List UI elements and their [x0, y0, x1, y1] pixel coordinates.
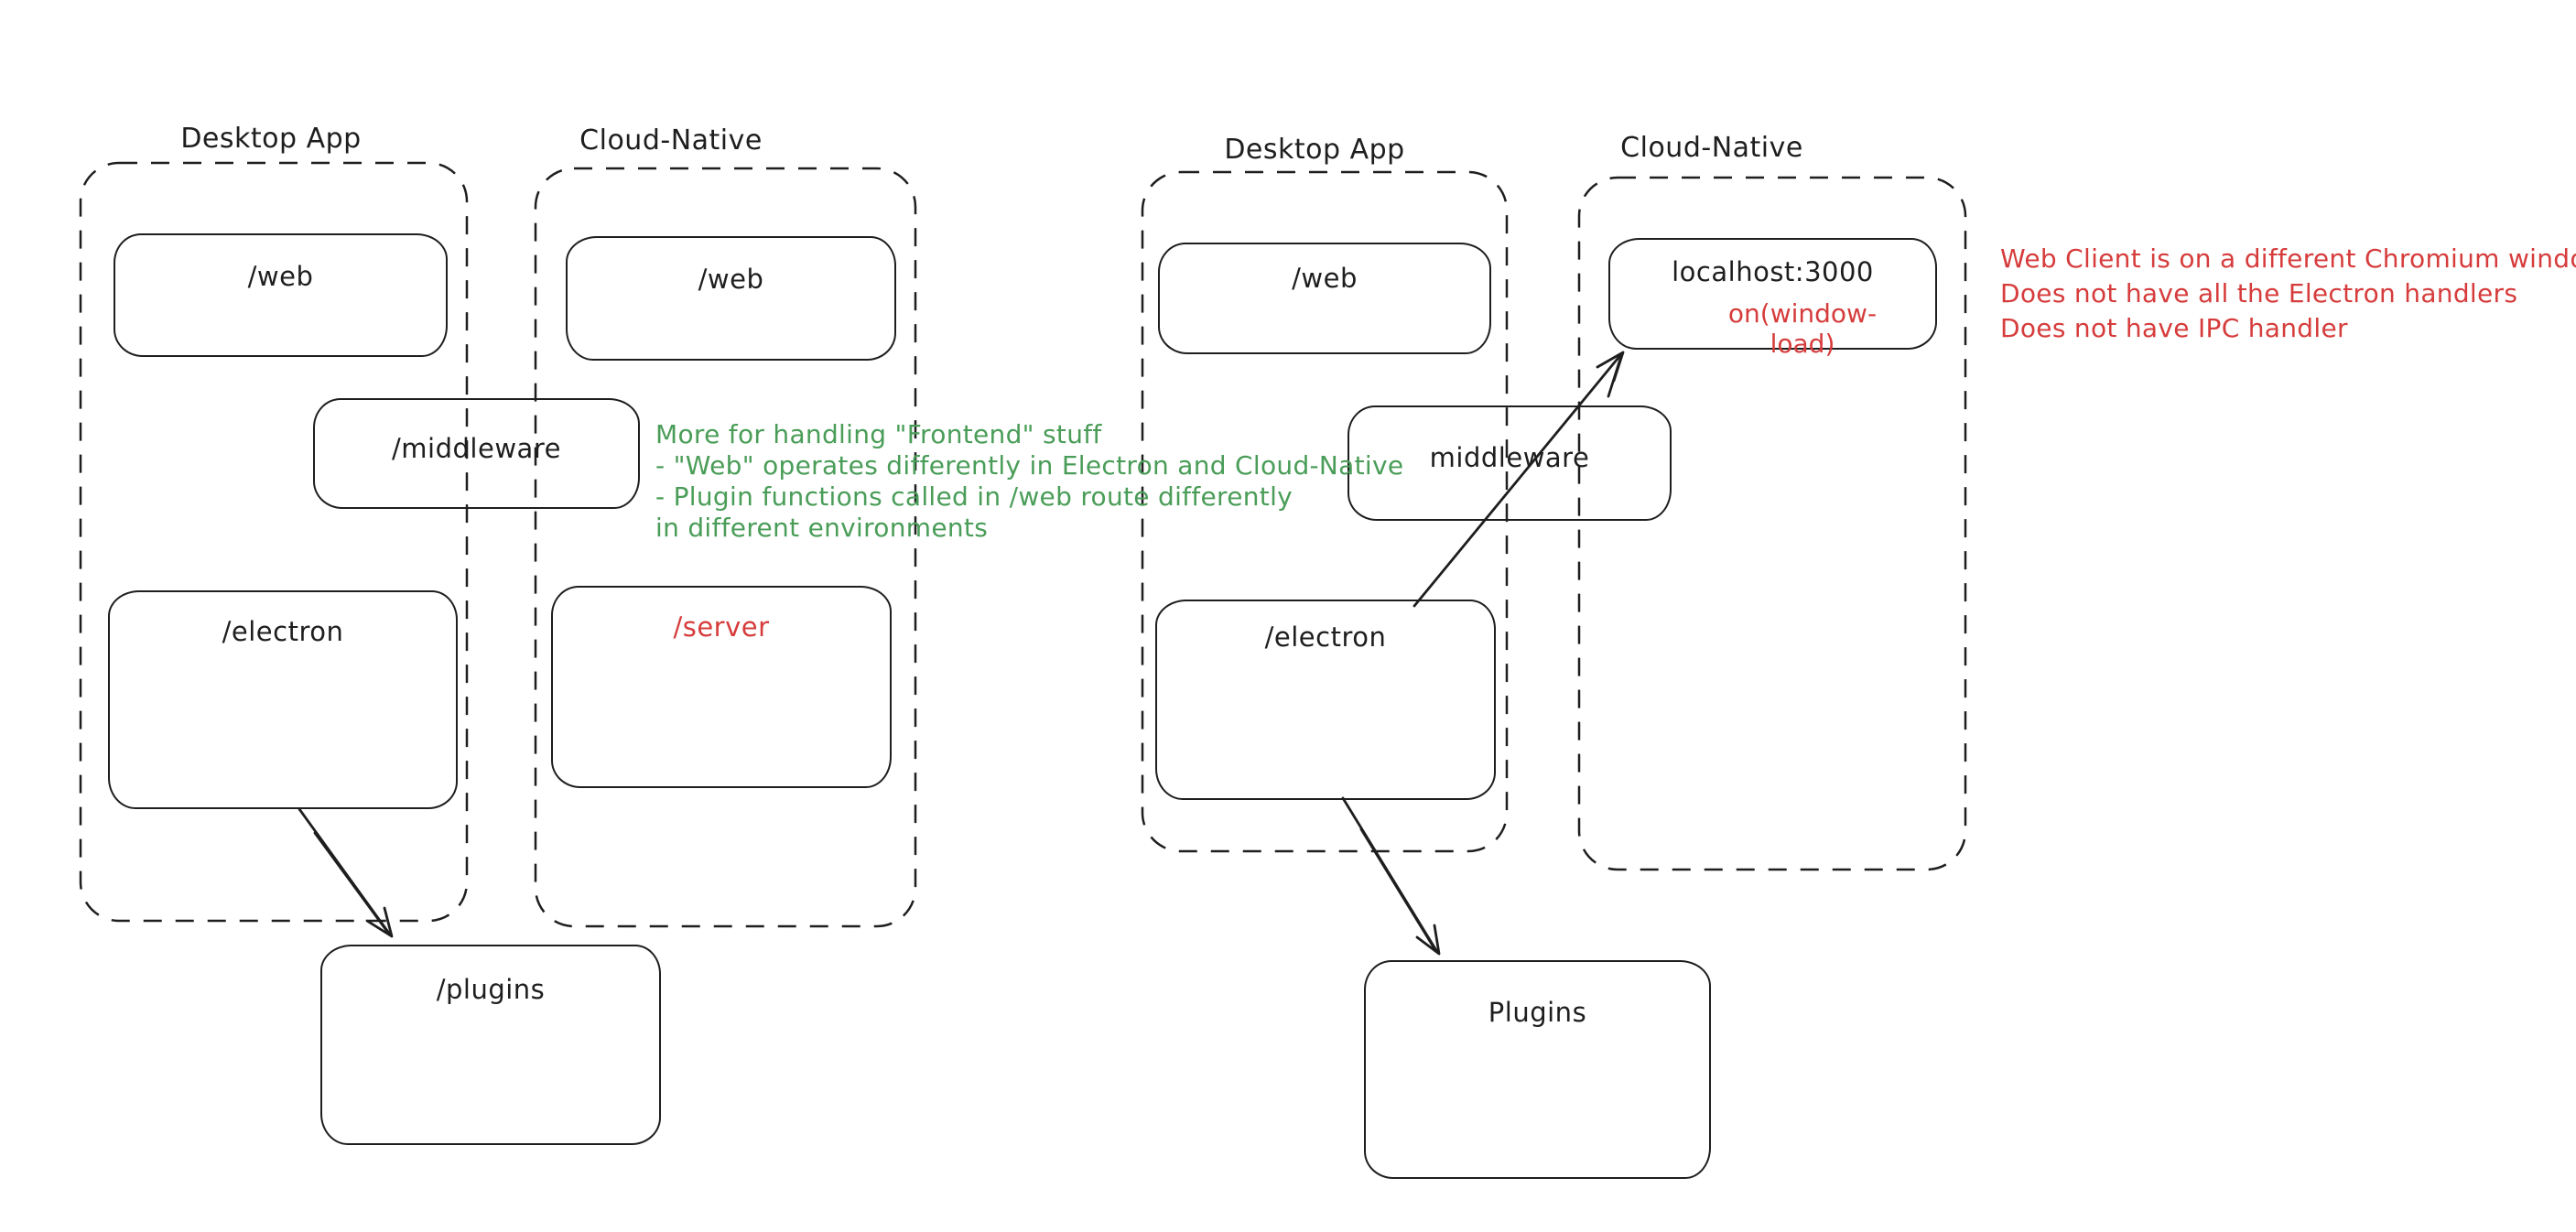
dashed-container-right-desktop-app[interactable]	[1141, 170, 1509, 853]
on-window-load-label: on(window-load)	[1727, 298, 1878, 359]
node-label: /electron	[222, 616, 344, 647]
node-localhost-3000[interactable]: localhost:3000 on(window-load)	[1608, 238, 1937, 359]
dashed-container-left-desktop-app[interactable]	[79, 161, 469, 923]
node-label: /plugins	[436, 974, 546, 1005]
node-middleware-right[interactable]: middleware	[1348, 405, 1672, 521]
node-label: /web	[247, 261, 314, 292]
green-note-line: - "Web" operates differently in Electron…	[655, 450, 1404, 481]
node-label: /web	[1292, 263, 1358, 294]
node-label: /web	[698, 264, 764, 295]
node-plugins-left[interactable]: /plugins	[320, 945, 661, 1145]
node-electron-left[interactable]: /electron	[108, 590, 458, 809]
node-middleware-left[interactable]: /middleware	[313, 398, 640, 509]
dashed-container-left-cloud-native[interactable]	[534, 167, 917, 928]
node-web-right[interactable]: /web	[1158, 243, 1491, 354]
red-note-line: Web Client is on a different Chromium wi…	[2000, 243, 2576, 274]
node-electron-right[interactable]: /electron	[1155, 600, 1496, 800]
node-label: Plugins	[1488, 997, 1587, 1028]
node-label: /server	[673, 611, 770, 643]
red-annotation-web-client-note[interactable]: Web Client is on a different Chromium wi…	[2000, 242, 2576, 346]
arrow-electron-to-localhost[interactable]	[1412, 351, 1625, 608]
node-label: localhost:3000	[1672, 256, 1874, 287]
right-desktop-app-title[interactable]: Desktop App	[1224, 134, 1405, 166]
node-plugins-right[interactable]: Plugins	[1364, 960, 1711, 1179]
arrow-electron-to-plugins-left[interactable]	[298, 807, 394, 938]
green-annotation-middleware-note[interactable]: More for handling "Frontend" stuff - "We…	[655, 419, 1403, 544]
dashed-container-right-cloud-native[interactable]	[1577, 176, 1967, 871]
green-note-line: - Plugin functions called in /web route …	[655, 481, 1293, 512]
arrow-electron-to-plugins-right[interactable]	[1341, 796, 1441, 956]
green-note-line: in different environments	[655, 513, 989, 543]
red-note-line: Does not have IPC handler	[2000, 313, 2348, 343]
node-label: /middleware	[392, 433, 561, 464]
red-note-line: Does not have all the Electron handlers	[2000, 278, 2518, 308]
node-server-left[interactable]: /server	[551, 586, 892, 788]
node-label: middleware	[1429, 442, 1590, 473]
right-cloud-native-title[interactable]: Cloud-Native	[1620, 132, 1803, 164]
node-web-left-desktop[interactable]: /web	[114, 233, 448, 357]
green-note-line: More for handling "Frontend" stuff	[655, 419, 1102, 449]
left-desktop-app-title[interactable]: Desktop App	[180, 123, 362, 155]
node-web-left-cloud[interactable]: /web	[566, 236, 896, 361]
node-label: /electron	[1264, 621, 1387, 653]
left-cloud-native-title[interactable]: Cloud-Native	[579, 124, 763, 157]
